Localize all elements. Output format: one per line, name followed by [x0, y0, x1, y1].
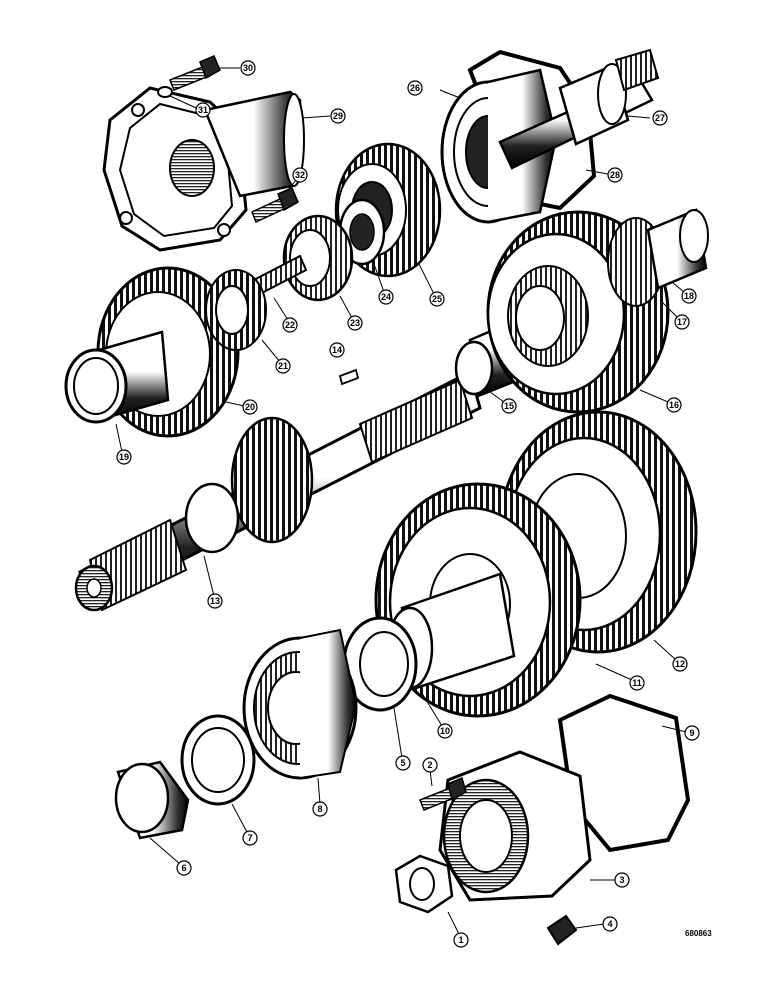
callout-2: 2: [427, 760, 432, 770]
callout-27: 27: [655, 113, 665, 123]
hub-19: [64, 330, 170, 424]
callout-24: 24: [381, 292, 391, 302]
figure-reference-number: 680863: [685, 929, 712, 938]
thrust-washer-5: [342, 616, 418, 712]
callout-marker-11: [629, 675, 645, 691]
main-shaft-13: [74, 369, 482, 612]
callout-23: 23: [350, 318, 360, 328]
callout-marker-29: [330, 108, 346, 124]
callout-marker-4: [602, 916, 618, 932]
callout-25: 25: [432, 294, 442, 304]
callout-marker-1: [453, 932, 469, 948]
callout-14: 14: [332, 345, 342, 355]
callout-19: 19: [119, 452, 129, 462]
callout-marker-30: [240, 60, 256, 76]
callout-marker-9: [684, 725, 700, 741]
callout-marker-19: [116, 449, 132, 465]
bushing-18: [646, 208, 709, 290]
callout-9: 9: [689, 728, 694, 738]
ring-7: [180, 714, 256, 806]
callout-marker-10: [437, 723, 453, 739]
callout-marker-15: [501, 398, 517, 414]
callout-13: 13: [210, 596, 220, 606]
callout-3: 3: [619, 875, 624, 885]
callout-marker-32: [292, 167, 308, 183]
housing-3: [438, 750, 592, 902]
cap-screw-32: [251, 187, 299, 224]
callout-marker-13: [207, 593, 223, 609]
callout-marker-6: [176, 860, 192, 876]
callout-30: 30: [243, 63, 253, 73]
nut-1: [394, 854, 454, 914]
cup-6: [114, 760, 190, 840]
callout-marker-27: [652, 110, 668, 126]
callout-marker-20: [242, 399, 258, 415]
callout-4: 4: [607, 919, 612, 929]
callout-22: 22: [285, 320, 295, 330]
callout-15: 15: [504, 401, 514, 411]
callout-marker-22: [282, 317, 298, 333]
callout-8: 8: [317, 804, 322, 814]
callout-10: 10: [440, 726, 450, 736]
callout-marker-12: [672, 656, 688, 672]
callout-marker-18: [681, 288, 697, 304]
callout-16: 16: [669, 400, 679, 410]
callout-marker-14: [329, 342, 345, 358]
snap-ring-21: [205, 269, 267, 351]
key-14: [338, 368, 360, 386]
callout-17: 17: [677, 317, 687, 327]
cap-screw-2: [419, 776, 467, 811]
callout-32: 32: [295, 170, 305, 180]
callout-marker-31: [195, 102, 211, 118]
callout-12: 12: [675, 659, 685, 669]
callout-marker-25: [429, 291, 445, 307]
callout-20: 20: [245, 402, 255, 412]
callout-marker-2: [422, 757, 438, 773]
callout-marker-7: [242, 830, 258, 846]
callout-marker-3: [614, 872, 630, 888]
callout-28: 28: [610, 170, 620, 180]
callout-18: 18: [684, 291, 694, 301]
callout-marker-26: [407, 80, 423, 96]
callout-21: 21: [278, 361, 288, 371]
callout-29: 29: [333, 111, 343, 121]
callout-marker-24: [378, 289, 394, 305]
callout-marker-16: [666, 397, 682, 413]
callout-1: 1: [458, 935, 463, 945]
output-shaft-27: [498, 48, 660, 170]
plug-4: [546, 914, 578, 946]
callout-26: 26: [410, 83, 420, 93]
callout-11: 11: [632, 678, 642, 688]
roller-bearing-23: [282, 214, 354, 302]
callout-marker-23: [347, 315, 363, 331]
rear-cover-29: [102, 86, 305, 252]
callouts: 1 2 3 4 5 6 7 8 9 10 11 12: [115, 60, 700, 948]
callout-6: 6: [181, 863, 186, 873]
callout-marker-21: [275, 358, 291, 374]
callout-marker-28: [607, 167, 623, 183]
callout-31: 31: [198, 105, 208, 115]
callout-marker-5: [395, 755, 411, 771]
cap-screw-30: [169, 55, 221, 91]
lock-washer-31: [157, 86, 173, 98]
callout-7: 7: [247, 833, 252, 843]
bearing-8: [242, 628, 358, 780]
callout-marker-8: [312, 801, 328, 817]
callout-marker-17: [674, 314, 690, 330]
callout-5: 5: [400, 758, 405, 768]
